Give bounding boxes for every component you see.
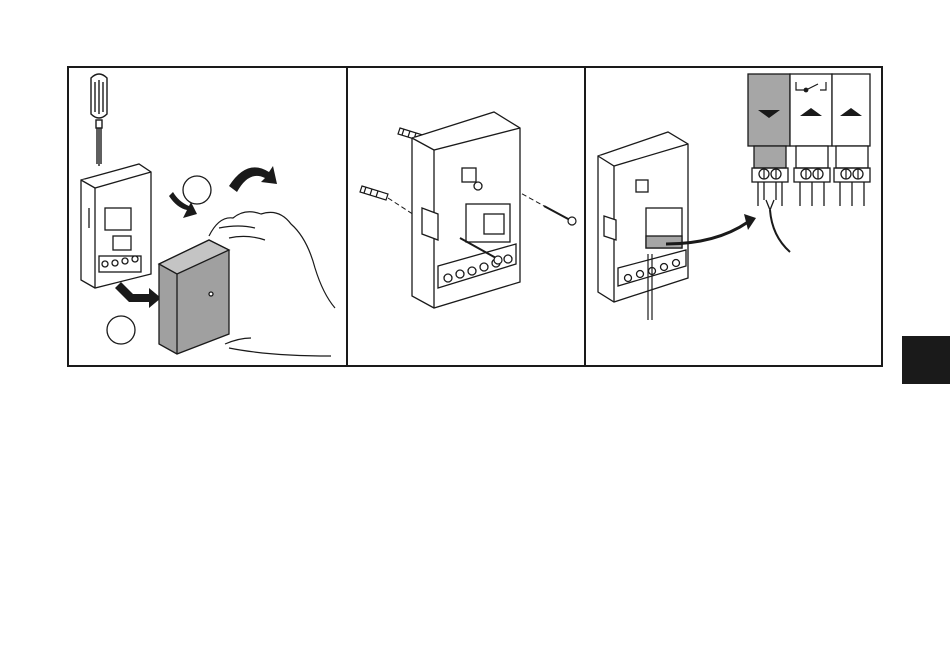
panel-wire-terminal [586,68,881,365]
panel-mount-base [348,68,584,365]
remove-cover-illustration [69,68,346,365]
mounting-base-icon [598,132,688,320]
instruction-figure-strip [67,66,883,367]
section-tab-marker [902,336,950,384]
screwdriver-icon [91,74,107,166]
panel-remove-cover [69,68,346,365]
mounting-base-icon [412,112,520,308]
mount-base-illustration [348,68,584,365]
callout-2 [107,316,135,344]
wire-terminal-illustration [586,68,881,365]
terminal-detail-icon [748,74,870,252]
thermostat-cover-icon [159,240,229,354]
thermostat-base-icon [81,164,151,288]
callout-1 [183,176,211,204]
